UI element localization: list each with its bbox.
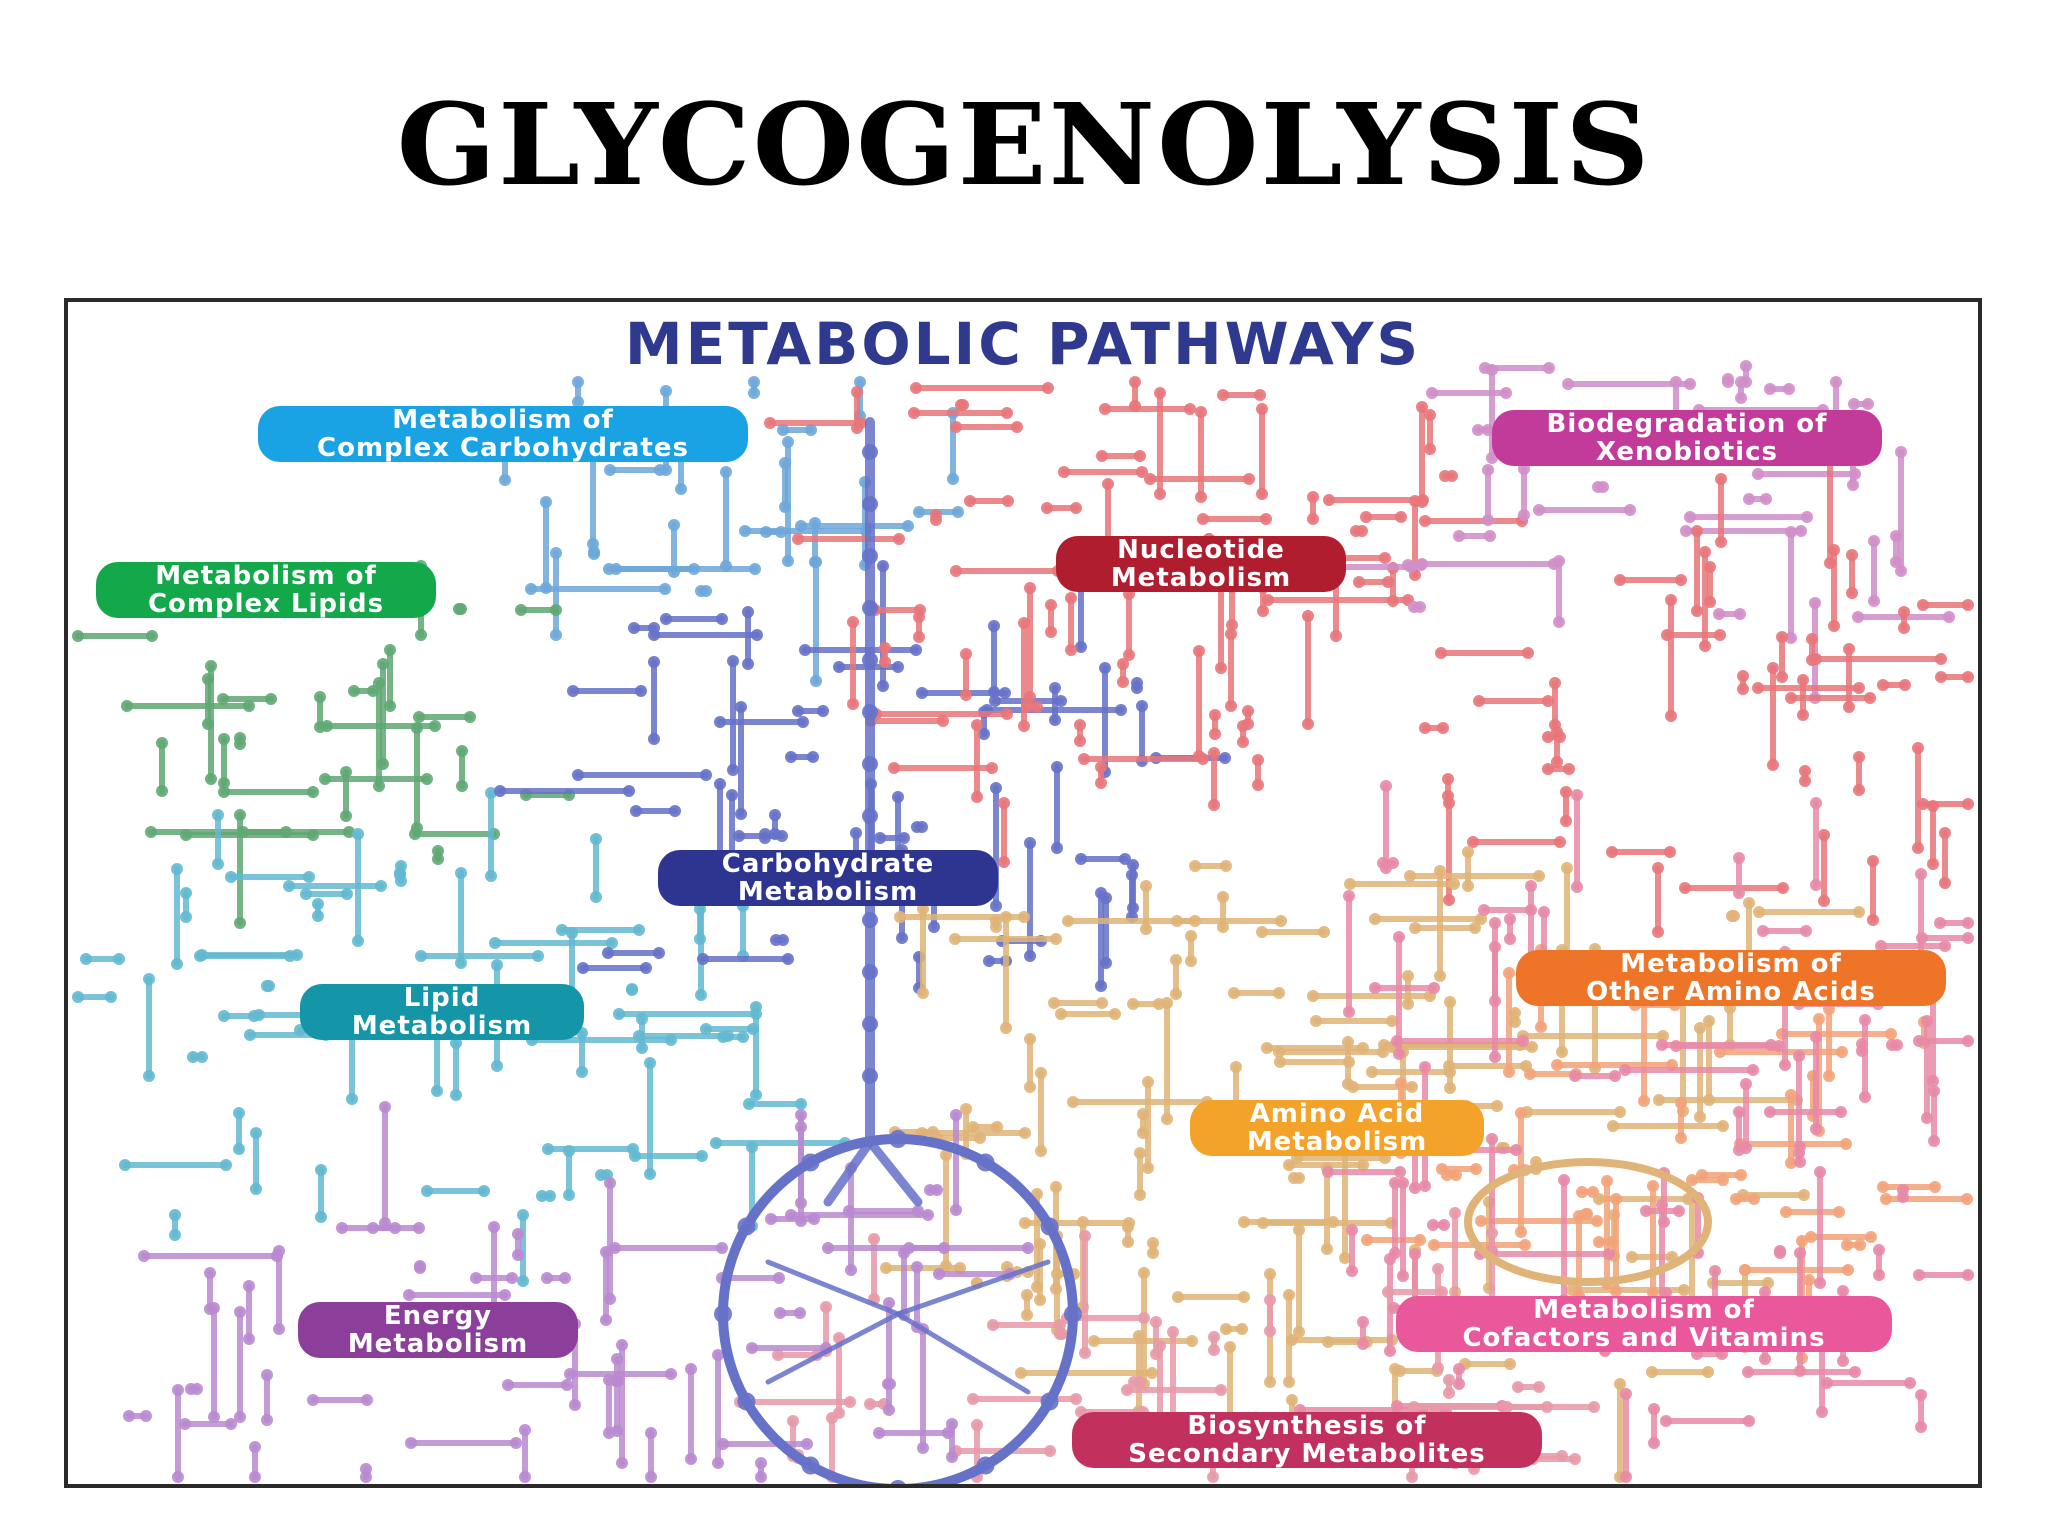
label-line2: Complex Lipids <box>147 589 385 619</box>
label-line1: Biodegradation of <box>1546 409 1828 439</box>
label-complex-lipids: Metabolism of Complex Lipids <box>96 562 436 618</box>
label-biodegradation-xenobiotics: Biodegradation of Xenobiotics <box>1492 410 1882 466</box>
label-secondary-metabolites: Biosynthesis of Secondary Metabolites <box>1072 1412 1542 1468</box>
label-line2: Secondary Metabolites <box>1128 1439 1486 1469</box>
label-line2: Complex Carbohydrates <box>317 433 689 463</box>
label-line2: Other Amino Acids <box>1586 977 1876 1007</box>
label-line1: Amino Acid <box>1249 1099 1425 1129</box>
label-line1: Carbohydrate <box>721 849 935 879</box>
label-line2: Metabolism <box>347 1329 529 1359</box>
label-line1: Metabolism of <box>1533 1295 1755 1325</box>
label-line2: Metabolism <box>737 877 919 907</box>
label-line1: Metabolism of <box>392 405 614 435</box>
label-carbohydrate-metabolism: Carbohydrate Metabolism <box>658 850 998 906</box>
label-line1: Metabolism of <box>1620 949 1842 979</box>
label-line1: Nucleotide <box>1117 535 1285 565</box>
label-energy-metabolism: Energy Metabolism <box>298 1302 578 1358</box>
label-cofactors-vitamins: Metabolism of Cofactors and Vitamins <box>1396 1296 1892 1352</box>
label-line2: Xenobiotics <box>1596 437 1778 467</box>
label-line1: Energy <box>383 1301 493 1331</box>
label-lipid-metabolism: Lipid Metabolism <box>300 984 584 1040</box>
label-other-amino-acids: Metabolism of Other Amino Acids <box>1516 950 1946 1006</box>
label-line1: Lipid <box>403 983 481 1013</box>
slide-title: GLYCOGENOLYSIS <box>396 80 1652 211</box>
label-line2: Cofactors and Vitamins <box>1462 1323 1826 1353</box>
metabolic-pathways-diagram: METABOLIC PATHWAYS Metabolism of Complex… <box>64 298 1982 1488</box>
label-line2: Metabolism <box>351 1011 533 1041</box>
label-amino-acid-metabolism: Amino Acid Metabolism <box>1190 1100 1484 1156</box>
label-complex-carbohydrates: Metabolism of Complex Carbohydrates <box>258 406 748 462</box>
label-line1: Biosynthesis of <box>1187 1411 1427 1441</box>
label-line1: Metabolism of <box>155 561 377 591</box>
label-line2: Metabolism <box>1110 563 1292 593</box>
diagram-title: METABOLIC PATHWAYS <box>624 310 1422 378</box>
label-line2: Metabolism <box>1246 1127 1428 1157</box>
label-nucleotide-metabolism: Nucleotide Metabolism <box>1056 536 1346 592</box>
